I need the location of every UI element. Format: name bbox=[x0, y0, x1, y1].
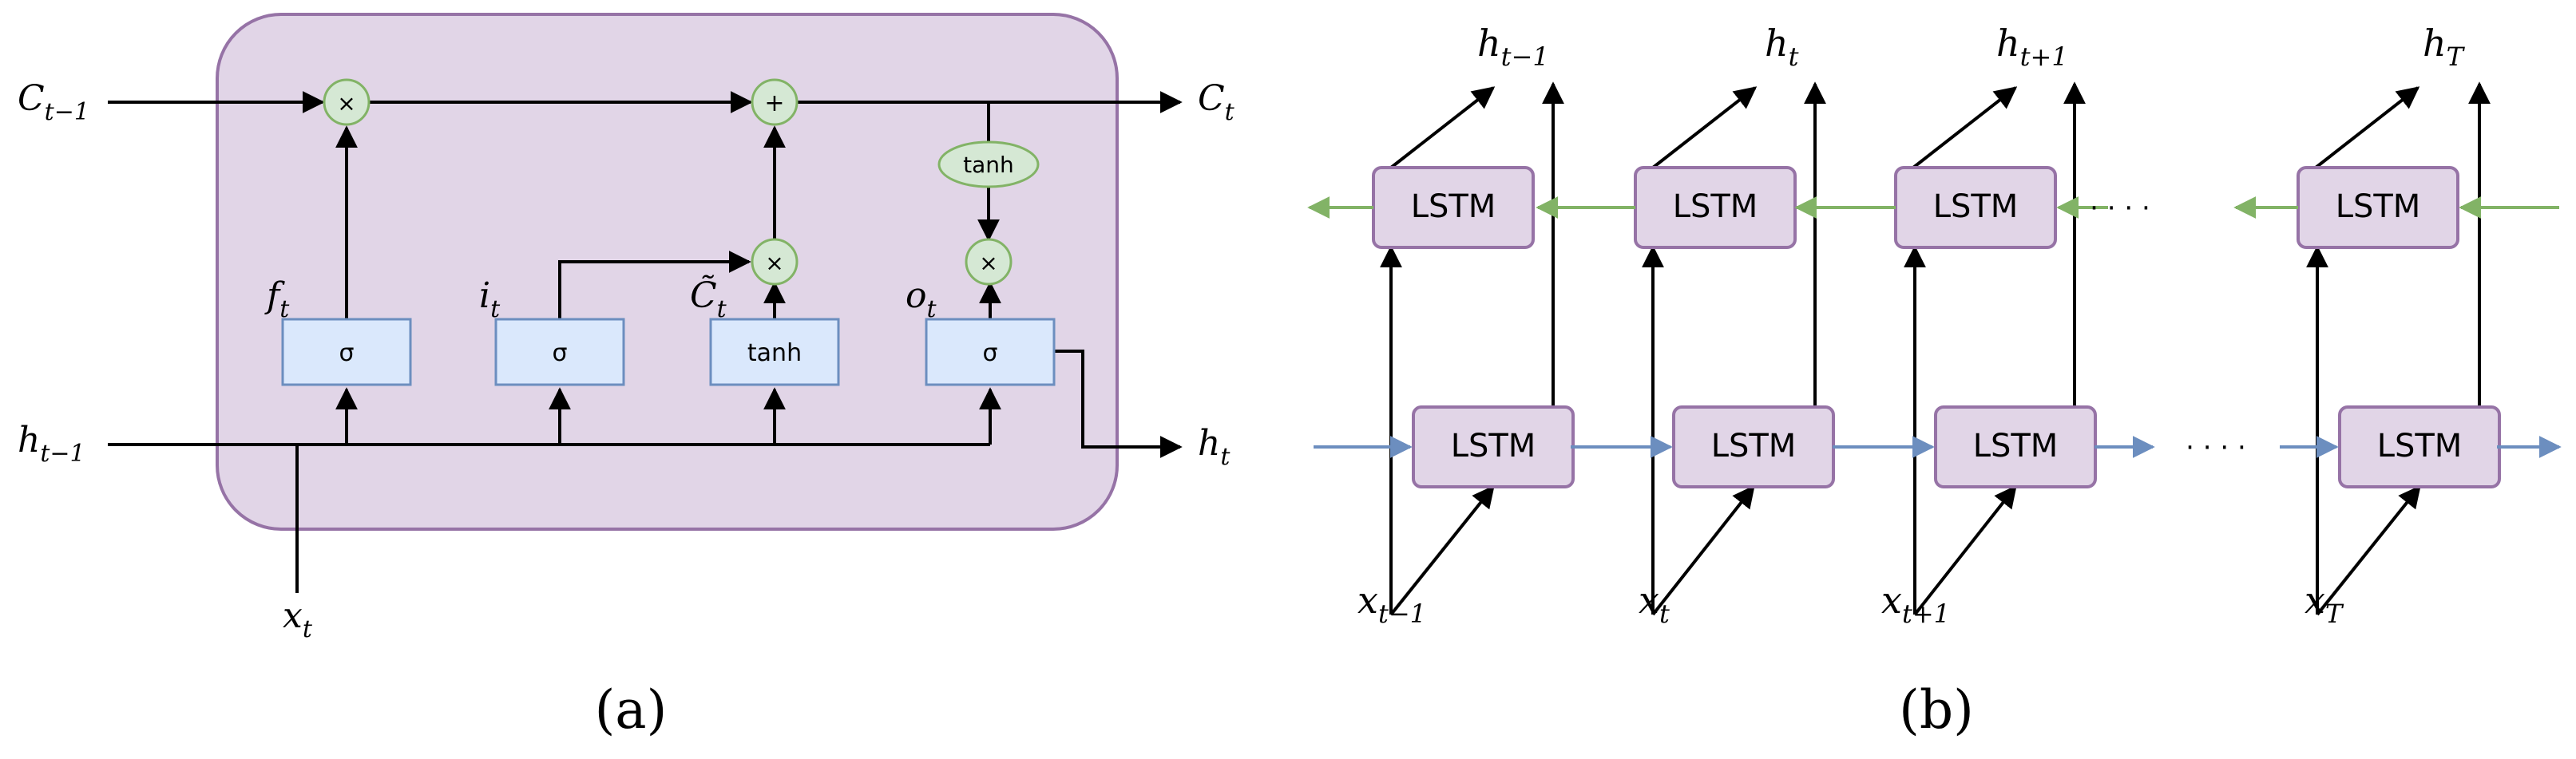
lstm-forward-cell: LSTM bbox=[1934, 405, 2097, 488]
x-input-label: xt+1 bbox=[1881, 579, 1950, 629]
x-input-label: xt bbox=[283, 595, 313, 643]
gate-links bbox=[335, 102, 1001, 319]
output-gate-label: ot bbox=[906, 275, 937, 323]
c-prev-label: Ct−1 bbox=[18, 78, 89, 126]
x-input-label: xT bbox=[2305, 579, 2344, 629]
x-input-label: xt−1 bbox=[1357, 579, 1426, 629]
output-gate-symbol: σ bbox=[982, 339, 997, 367]
lstm-backward-cell: LSTM bbox=[1634, 166, 1797, 249]
column-connectors bbox=[1642, 81, 1826, 616]
h-output-label: ht+1 bbox=[1996, 22, 2068, 72]
cell-tanh-op: tanh bbox=[937, 140, 1040, 188]
lstm-label: LSTM bbox=[1673, 188, 1758, 225]
hidden-input-line bbox=[108, 350, 1183, 593]
lstm-label: LSTM bbox=[2377, 428, 2463, 464]
candidate-gate-symbol: tanh bbox=[747, 339, 802, 367]
lstm-label: LSTM bbox=[2336, 188, 2421, 225]
forward-ellipsis: · · · · bbox=[2186, 432, 2246, 464]
cell-body bbox=[216, 13, 1119, 531]
h-output-label: ht−1 bbox=[1477, 22, 1549, 72]
bilstm-column-2: LSTM LSTM xt ht bbox=[1634, 22, 1835, 629]
panel-a: σ σ tanh σ × + × × bbox=[18, 13, 1235, 741]
svg-text:+: + bbox=[764, 89, 784, 117]
forget-multiply-op: × bbox=[323, 78, 371, 126]
h-prev-label: ht−1 bbox=[18, 420, 85, 468]
lstm-label: LSTM bbox=[1451, 428, 1536, 464]
cell-add-op: + bbox=[751, 78, 799, 126]
h-output-label: ht bbox=[1765, 22, 1799, 72]
column-connectors bbox=[1904, 81, 2086, 616]
lstm-label: LSTM bbox=[1933, 188, 2019, 225]
lstm-backward-cell: LSTM bbox=[1894, 166, 2057, 249]
candidate-gate: tanh bbox=[709, 318, 840, 386]
svg-text:×: × bbox=[979, 250, 997, 276]
bilstm-column-1: LSTM LSTM xt−1 ht−1 bbox=[1357, 22, 1575, 629]
bilstm-column-3: LSTM LSTM xt+1 ht+1 bbox=[1881, 22, 2097, 629]
lstm-backward-cell: LSTM bbox=[1372, 166, 1535, 249]
lstm-label: LSTM bbox=[1711, 428, 1797, 464]
h-output-label: hT bbox=[2423, 22, 2466, 72]
input-gate-label: it bbox=[479, 275, 501, 323]
input-gate: σ bbox=[494, 318, 625, 386]
h-out-label: ht bbox=[1198, 423, 1231, 471]
lstm-label: LSTM bbox=[1411, 188, 1496, 225]
bilstm-column-4: LSTM LSTM xT hT bbox=[2297, 22, 2501, 629]
column-connectors bbox=[1380, 81, 1564, 616]
c-out-label: Ct bbox=[1198, 78, 1235, 126]
caption-b: (b) bbox=[1899, 679, 1974, 741]
x-input-label: xt bbox=[1639, 579, 1670, 629]
column-connectors bbox=[2306, 81, 2491, 616]
backward-ellipsis: · · · · bbox=[2090, 192, 2150, 224]
output-multiply-op: × bbox=[965, 238, 1013, 286]
candidate-gate-label: C̃t bbox=[690, 274, 727, 323]
input-gate-symbol: σ bbox=[552, 339, 567, 367]
lstm-forward-cell: LSTM bbox=[1412, 405, 1575, 488]
output-gate: σ bbox=[925, 318, 1056, 386]
svg-text:×: × bbox=[337, 90, 355, 117]
lstm-backward-cell: LSTM bbox=[2297, 166, 2459, 249]
lstm-label: LSTM bbox=[1973, 428, 2059, 464]
lstm-forward-cell: LSTM bbox=[1672, 405, 1835, 488]
caption-a: (a) bbox=[595, 679, 668, 741]
svg-text:×: × bbox=[765, 250, 783, 276]
forget-gate: σ bbox=[281, 318, 412, 386]
forget-gate-symbol: σ bbox=[339, 339, 354, 367]
lstm-forward-cell: LSTM bbox=[2338, 405, 2501, 488]
input-multiply-op: × bbox=[751, 238, 799, 286]
svg-text:tanh: tanh bbox=[963, 152, 1014, 178]
